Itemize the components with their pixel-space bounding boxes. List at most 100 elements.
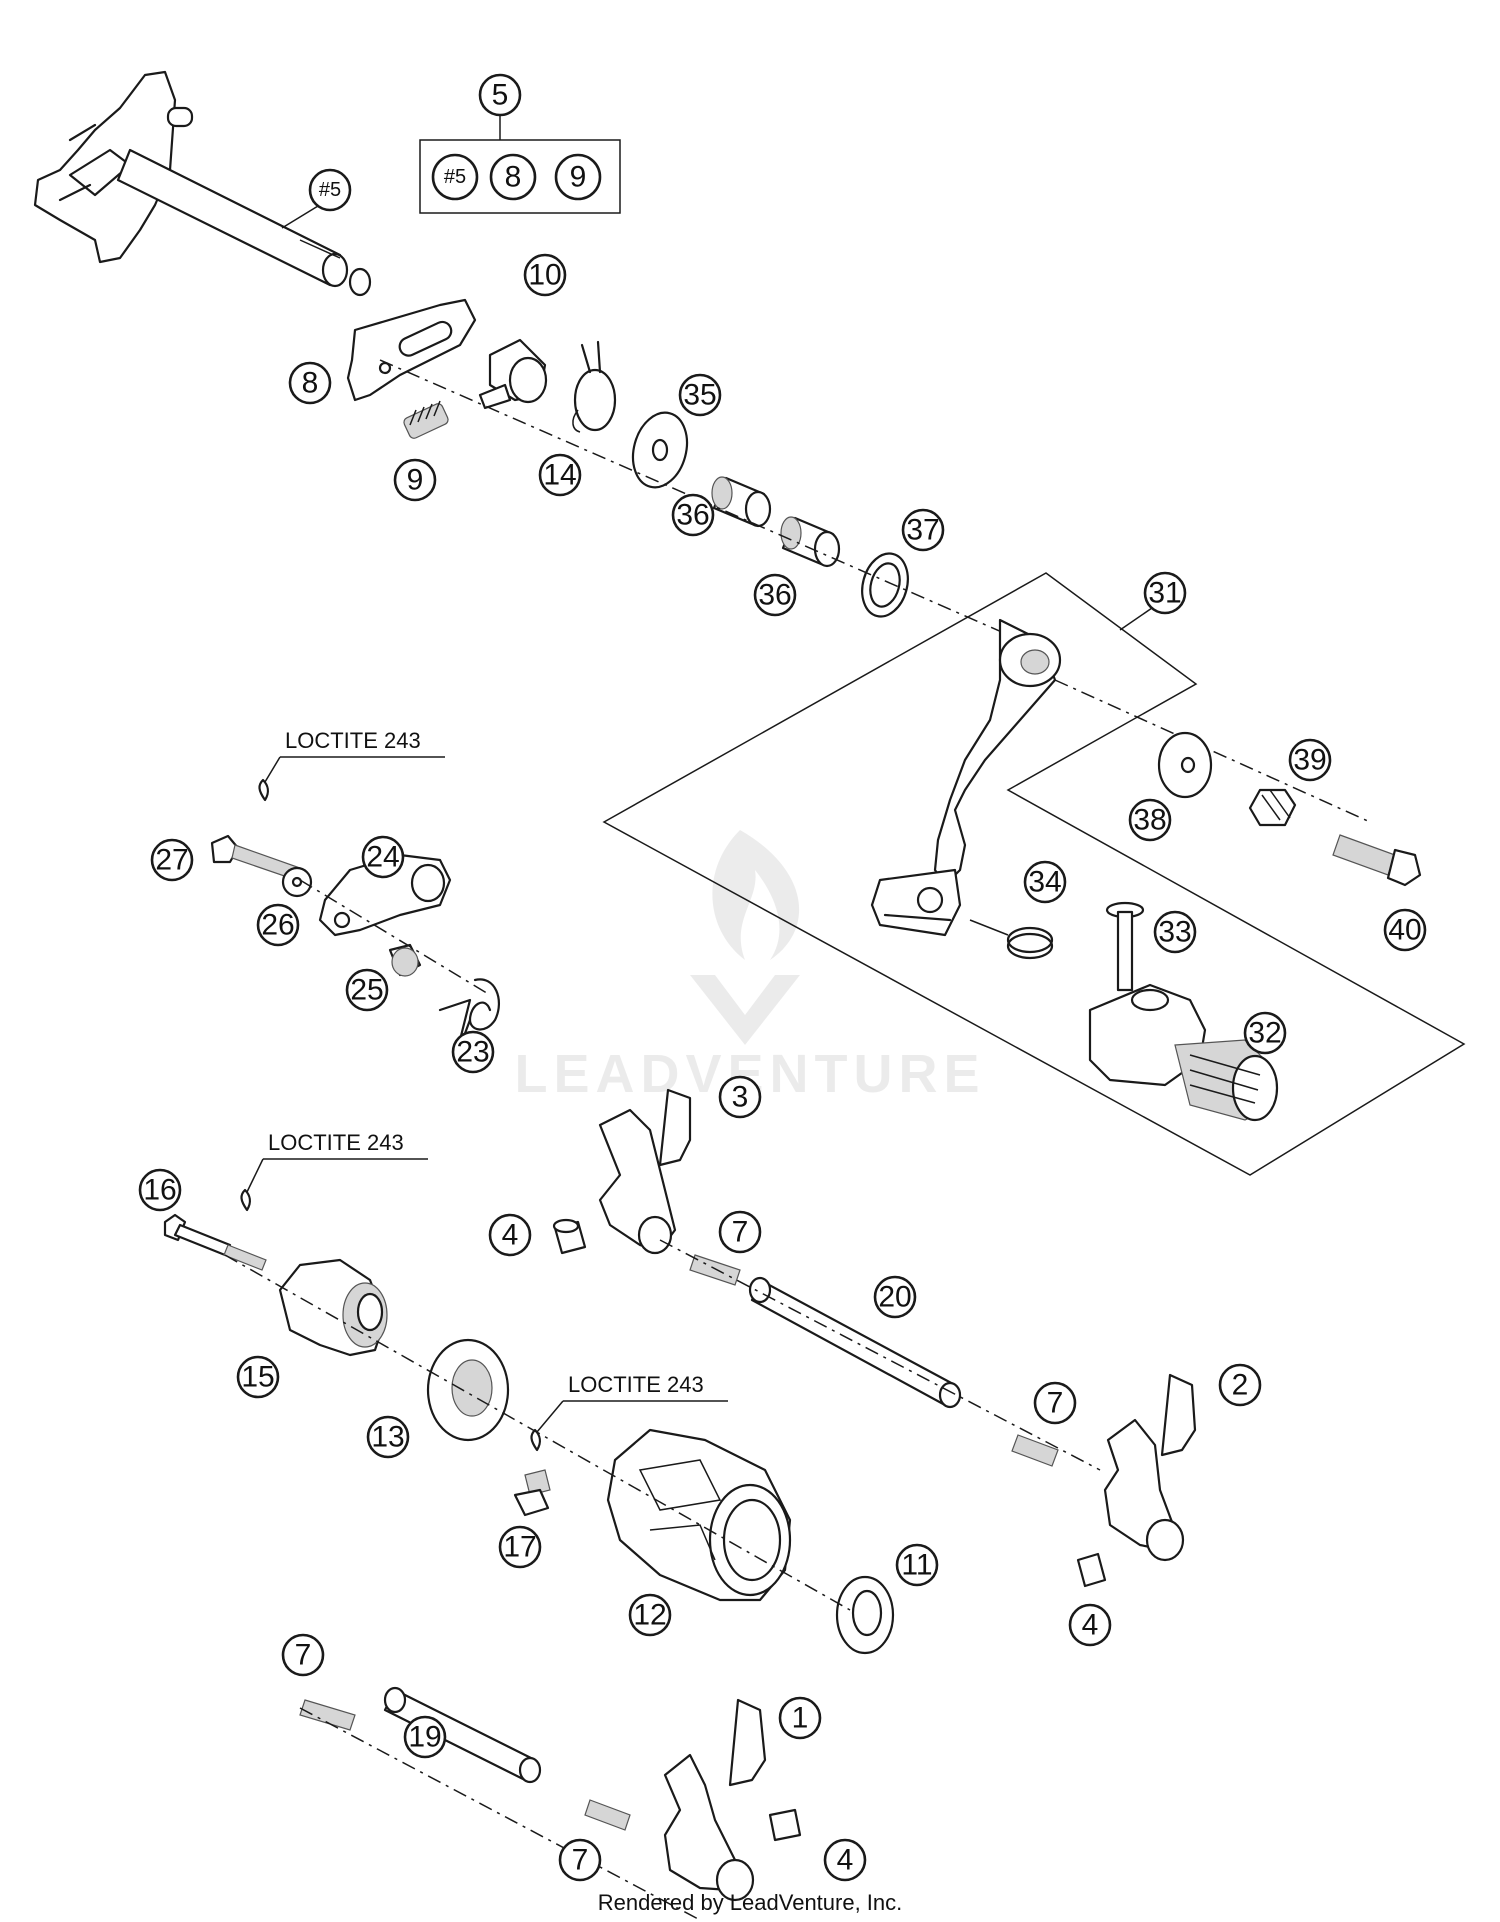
svg-text:11: 11 [901, 1549, 932, 1582]
svg-text:5: 5 [492, 79, 509, 112]
shaft-5-leader [281, 205, 319, 229]
svg-text:15: 15 [241, 1361, 274, 1394]
svg-text:16: 16 [143, 1174, 176, 1207]
svg-text:24: 24 [366, 841, 399, 874]
svg-text:19: 19 [408, 1721, 441, 1754]
callout-kit-5: #5 [431, 153, 479, 201]
svg-text:10: 10 [528, 259, 561, 292]
svg-text:1: 1 [792, 1702, 809, 1735]
svg-text:7: 7 [1047, 1387, 1064, 1420]
callout-31: 31 [1143, 571, 1187, 615]
part-33-pin [1105, 901, 1145, 992]
callout-19: 19 [403, 1715, 447, 1759]
svg-text:20: 20 [878, 1281, 911, 1314]
part-15-shift-drum-star [278, 1258, 388, 1357]
callout-34: 34 [1023, 860, 1067, 904]
part-17-screw [513, 1469, 551, 1517]
callout-15: 15 [236, 1355, 280, 1399]
part-24-lever [318, 853, 452, 937]
svg-text:4: 4 [502, 1219, 519, 1252]
svg-text:23: 23 [456, 1036, 489, 1069]
callout-37: 37 [901, 508, 945, 552]
callout-20: 20 [873, 1275, 917, 1319]
svg-text:LOCTITE 243: LOCTITE 243 [268, 1130, 404, 1155]
callout-7b: 7 [1033, 1381, 1077, 1425]
callout-31-leader [1119, 607, 1153, 631]
part-39-nut [1248, 788, 1297, 827]
svg-text:33: 33 [1158, 916, 1191, 949]
callout-12: 12 [628, 1593, 672, 1637]
svg-text:8: 8 [302, 367, 319, 400]
loctite-drop-3 [530, 1428, 541, 1452]
part-4-pin-c [768, 1808, 802, 1842]
callout-14: 14 [538, 453, 582, 497]
svg-text:27: 27 [155, 844, 188, 877]
callout-35: 35 [678, 373, 722, 417]
svg-text:35: 35 [683, 379, 716, 412]
svg-text:3: 3 [732, 1081, 749, 1114]
callout-8: 8 [288, 361, 332, 405]
part-13-bearing [426, 1338, 510, 1442]
callout-kit-9: 9 [554, 153, 602, 201]
shift-shaft-assembly [33, 70, 372, 297]
svg-text:7: 7 [295, 1639, 312, 1672]
svg-text:2: 2 [1232, 1369, 1249, 1402]
part-3-shift-fork [598, 1088, 692, 1255]
svg-text:14: 14 [543, 459, 576, 492]
callout-33: 33 [1153, 910, 1197, 954]
part-8-plate [346, 298, 477, 402]
part-11-bearing [835, 1575, 895, 1655]
part-37-seal [861, 552, 909, 618]
part-36-bushing-b [780, 516, 841, 568]
svg-text:4: 4 [837, 1844, 854, 1877]
callout-4b: 4 [1068, 1603, 1112, 1647]
part-7-spring-b [1011, 1434, 1059, 1467]
part-27-bolt [210, 834, 301, 881]
drum-axis-line [224, 1254, 851, 1611]
leadventure-watermark: LEADVENTURE [514, 830, 980, 1104]
svg-text:12: 12 [633, 1599, 666, 1632]
callout-10: 10 [523, 253, 567, 297]
svg-text:LOCTITE 243: LOCTITE 243 [285, 728, 421, 753]
loctite-drop-2 [240, 1188, 251, 1212]
part-12-shift-drum [606, 1428, 792, 1602]
part-9-spring [403, 400, 449, 439]
callout-17: 17 [498, 1525, 542, 1569]
svg-text:39: 39 [1293, 744, 1326, 777]
part-25-bushing [388, 943, 422, 977]
part-2-shift-fork [1103, 1373, 1197, 1562]
callout-32: 32 [1243, 1011, 1287, 1055]
svg-text:26: 26 [261, 909, 294, 942]
callout-4c: 4 [823, 1838, 867, 1882]
callout-25: 25 [345, 968, 389, 1012]
part-26-washer [281, 866, 313, 898]
svg-text:#5: #5 [444, 166, 466, 188]
part-1-shift-fork [663, 1698, 767, 1902]
callout-2: 2 [1218, 1363, 1262, 1407]
callout-5: 5 [478, 73, 522, 117]
callout-11: 11 [895, 1543, 939, 1587]
svg-text:36: 36 [676, 499, 709, 532]
part-20-fork-rod [748, 1276, 962, 1409]
kit-5-box [419, 139, 621, 214]
loctite-label-2: LOCTITE 243 [246, 1130, 428, 1193]
callout-40: 40 [1383, 908, 1427, 952]
part-31-shift-lever [870, 618, 1062, 937]
footer-credit: Rendered by LeadVenture, Inc. [597, 1890, 903, 1915]
svg-text:7: 7 [732, 1216, 749, 1249]
callout-36a: 36 [671, 493, 715, 537]
loctite-label-3: LOCTITE 243 [536, 1372, 728, 1433]
loctite-drop-1 [258, 778, 269, 802]
callout-23: 23 [451, 1030, 495, 1074]
svg-text:9: 9 [570, 161, 587, 194]
callout-7d: 7 [558, 1838, 602, 1882]
callout-shaft-5: #5 [308, 168, 352, 212]
callout-4a: 4 [488, 1213, 532, 1257]
callout-16: 16 [138, 1168, 182, 1212]
callout-13: 13 [366, 1415, 410, 1459]
svg-text:38: 38 [1133, 804, 1166, 837]
svg-text:13: 13 [371, 1421, 404, 1454]
svg-text:17: 17 [503, 1531, 536, 1564]
part-31-group-frame [602, 572, 1466, 1176]
